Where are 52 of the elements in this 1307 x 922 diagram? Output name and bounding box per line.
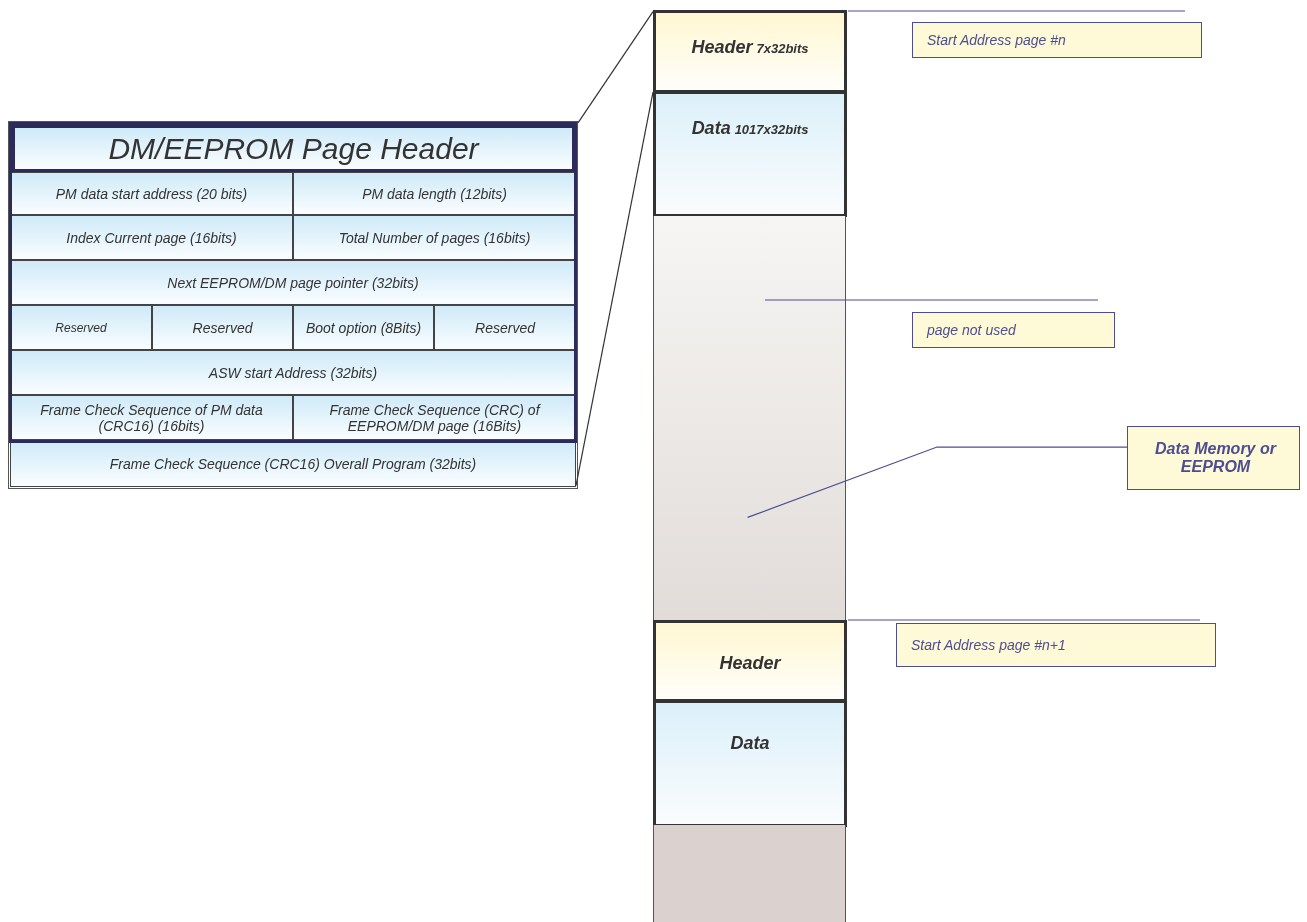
callout-box (912, 312, 1115, 348)
callout-box (896, 623, 1216, 667)
cell-text: Frame Check Sequence (CRC) of EEPROM/DM page (16Bits) (328, 401, 542, 434)
memory-block (653, 620, 847, 702)
memory-block (653, 10, 847, 93)
block-size: 7x32bits (756, 41, 809, 56)
block-label: Data (691, 118, 731, 138)
leader-line (746, 446, 1128, 518)
table-cell (293, 215, 576, 260)
table-cell (10, 350, 576, 395)
table-cell (10, 395, 293, 440)
table-title (12, 125, 575, 172)
callout-text: Start Address page #n (927, 32, 1066, 48)
cell-text: Frame Check Sequence (CRC16) Overall Program (32bits) (109, 455, 477, 472)
table-cell (10, 440, 576, 487)
callout-text: Data Memory or EEPROM (1154, 440, 1278, 476)
memory-region (653, 216, 846, 430)
memory-region (653, 825, 846, 922)
table-cell (293, 172, 576, 215)
block-size: 1017x32bits (734, 122, 809, 137)
cell-text: Total Number of pages (16bits) (338, 229, 531, 246)
table-cell (293, 395, 576, 440)
cell-text: Frame Check Sequence of PM data (CRC16) (16bits) (39, 401, 264, 434)
callout-text: Start Address page #n+1 (911, 637, 1066, 653)
cell-text: Boot option (8Bits) (305, 319, 422, 336)
cell-text: Next EEPROM/DM page pointer (32bits) (167, 274, 419, 291)
cell-text: Reserved (55, 319, 107, 336)
zoom-line (577, 11, 654, 124)
cell-text: Reserved (475, 319, 535, 336)
cell-text: Index Current page (16bits) (66, 229, 237, 246)
memory-block (653, 700, 847, 827)
table-title-text: DM/EEPROM Page Header (108, 131, 479, 166)
cell-text: PM data length (12bits) (362, 185, 507, 202)
cell-text: Reserved (192, 319, 253, 336)
callout-text: page not used (927, 322, 1016, 338)
table-cell (293, 305, 434, 350)
table-cell (434, 305, 576, 350)
cell-text: PM data start address (20 bits) (55, 185, 248, 202)
zoom-line (575, 91, 654, 487)
memory-region (653, 430, 846, 620)
memory-block (653, 91, 847, 217)
callout-box (912, 22, 1202, 58)
block-label: Header (691, 37, 753, 57)
callout-box (1127, 426, 1300, 490)
table-cell (10, 172, 293, 215)
cell-text: ASW start Address (32bits) (208, 364, 378, 381)
table-cell (10, 215, 293, 260)
table-cell (152, 305, 293, 350)
block-label: Data (730, 733, 770, 753)
table-cell (10, 305, 152, 350)
table-cell (10, 260, 576, 305)
block-label: Header (719, 653, 781, 673)
